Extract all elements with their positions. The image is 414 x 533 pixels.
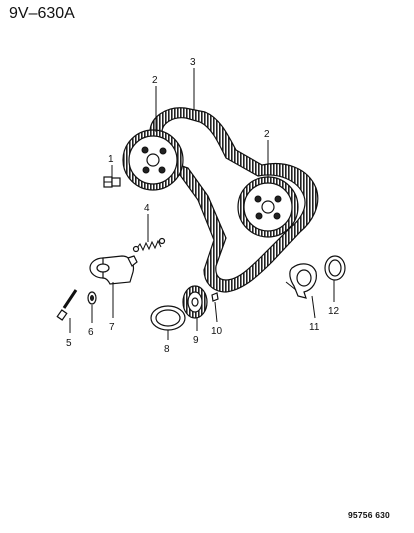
camshaft-sprocket-left [122, 129, 184, 191]
crankshaft-sprocket [182, 285, 208, 319]
oil-seal-ring [324, 255, 346, 281]
callout-numbers: 1 2 3 2 4 5 6 7 8 9 10 11 12 [66, 57, 340, 355]
callout-6: 6 [88, 327, 94, 338]
tensioner-spring [132, 237, 166, 253]
woodruff-key [211, 292, 219, 302]
tensioner-pulley [89, 255, 138, 285]
callout-1: 1 [108, 154, 114, 165]
sprocket-bolt [103, 176, 121, 188]
callout-2-right: 2 [264, 129, 270, 140]
timing-belt [149, 107, 319, 293]
callout-5: 5 [66, 338, 72, 349]
leader-lines [69, 68, 335, 340]
footer-code: 95756 630 [348, 510, 390, 520]
callout-12: 12 [328, 306, 340, 317]
callout-4: 4 [144, 203, 150, 214]
callout-2-left: 2 [152, 75, 158, 86]
belt-guide-flange [150, 305, 186, 331]
callout-9: 9 [193, 335, 199, 346]
callout-7: 7 [109, 322, 115, 333]
callout-8: 8 [164, 344, 170, 355]
camshaft-sprocket-right [237, 176, 299, 238]
callout-10: 10 [211, 326, 223, 337]
figure-code: 9V–630A [9, 5, 75, 22]
spacer-washer [87, 291, 97, 305]
camshaft-seal-cover [285, 263, 317, 299]
callout-11: 11 [309, 322, 320, 333]
tensioner-bolt [56, 289, 78, 321]
callout-3: 3 [190, 57, 196, 68]
